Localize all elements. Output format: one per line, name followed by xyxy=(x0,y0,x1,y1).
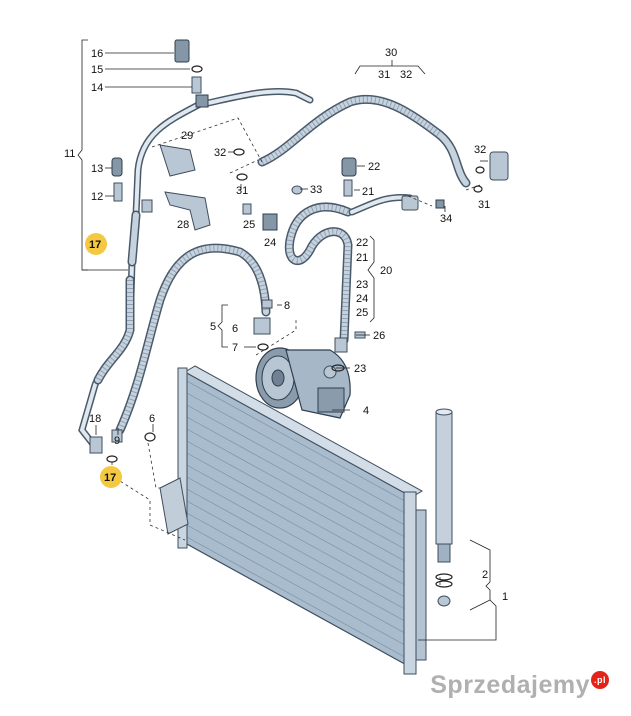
label-17-lower: 17 xyxy=(104,472,116,484)
label-6-lower: 6 xyxy=(149,413,155,425)
label-23-lower: 23 xyxy=(354,363,366,375)
label-31-left: 31 xyxy=(236,185,248,197)
label-23-list: 23 xyxy=(356,279,368,291)
label-2: 2 xyxy=(482,569,488,581)
label-29: 29 xyxy=(181,130,193,142)
label-22-top: 22 xyxy=(368,161,380,173)
label-6-upper: 6 xyxy=(232,323,238,335)
label-4: 4 xyxy=(363,405,369,417)
compressor xyxy=(255,347,351,419)
label-18: 18 xyxy=(89,413,101,425)
label-20: 20 xyxy=(380,265,392,277)
label-14: 14 xyxy=(91,82,103,94)
highlight-badge-17-lower xyxy=(100,466,122,488)
label-31-right: 31 xyxy=(478,199,490,211)
part-labels: 16 15 14 11 13 12 17 29 28 32 31 33 25 2… xyxy=(64,47,508,603)
label-32-right: 32 xyxy=(474,144,486,156)
label-24-list: 24 xyxy=(356,293,368,305)
highlight-badges xyxy=(85,233,122,488)
label-25-list: 25 xyxy=(356,307,368,319)
label-16: 16 xyxy=(91,48,103,60)
leader-lines xyxy=(77,39,497,641)
watermark: Sprzedajemy.pl xyxy=(430,671,609,700)
label-28: 28 xyxy=(177,219,189,231)
watermark-badge: .pl xyxy=(591,671,609,689)
label-34: 34 xyxy=(440,213,452,225)
label-26: 26 xyxy=(373,330,385,342)
label-33: 33 xyxy=(310,184,322,196)
label-7: 7 xyxy=(232,342,238,354)
label-22-list: 22 xyxy=(356,237,368,249)
condenser xyxy=(159,365,427,675)
label-30: 30 xyxy=(385,47,397,59)
label-25-left: 25 xyxy=(243,219,255,231)
label-32-top: 32 xyxy=(400,69,412,81)
refrigerant-lines xyxy=(78,87,471,452)
label-13: 13 xyxy=(91,163,103,175)
label-9: 9 xyxy=(114,435,120,447)
label-1: 1 xyxy=(502,591,508,603)
label-21-top: 21 xyxy=(362,186,374,198)
label-11: 11 xyxy=(64,148,75,160)
highlight-badge-17-upper xyxy=(85,233,107,255)
label-21-list: 21 xyxy=(356,252,368,264)
label-8: 8 xyxy=(284,300,290,312)
small-components xyxy=(89,39,509,463)
label-12: 12 xyxy=(91,191,103,203)
label-5: 5 xyxy=(210,321,216,333)
drier-cartridge xyxy=(435,408,453,607)
label-17-upper: 17 xyxy=(89,239,101,251)
label-31-top: 31 xyxy=(378,69,390,81)
label-32-left: 32 xyxy=(214,147,226,159)
label-24-left: 24 xyxy=(264,237,276,249)
watermark-text: Sprzedajemy xyxy=(430,671,590,699)
label-15: 15 xyxy=(91,64,103,76)
